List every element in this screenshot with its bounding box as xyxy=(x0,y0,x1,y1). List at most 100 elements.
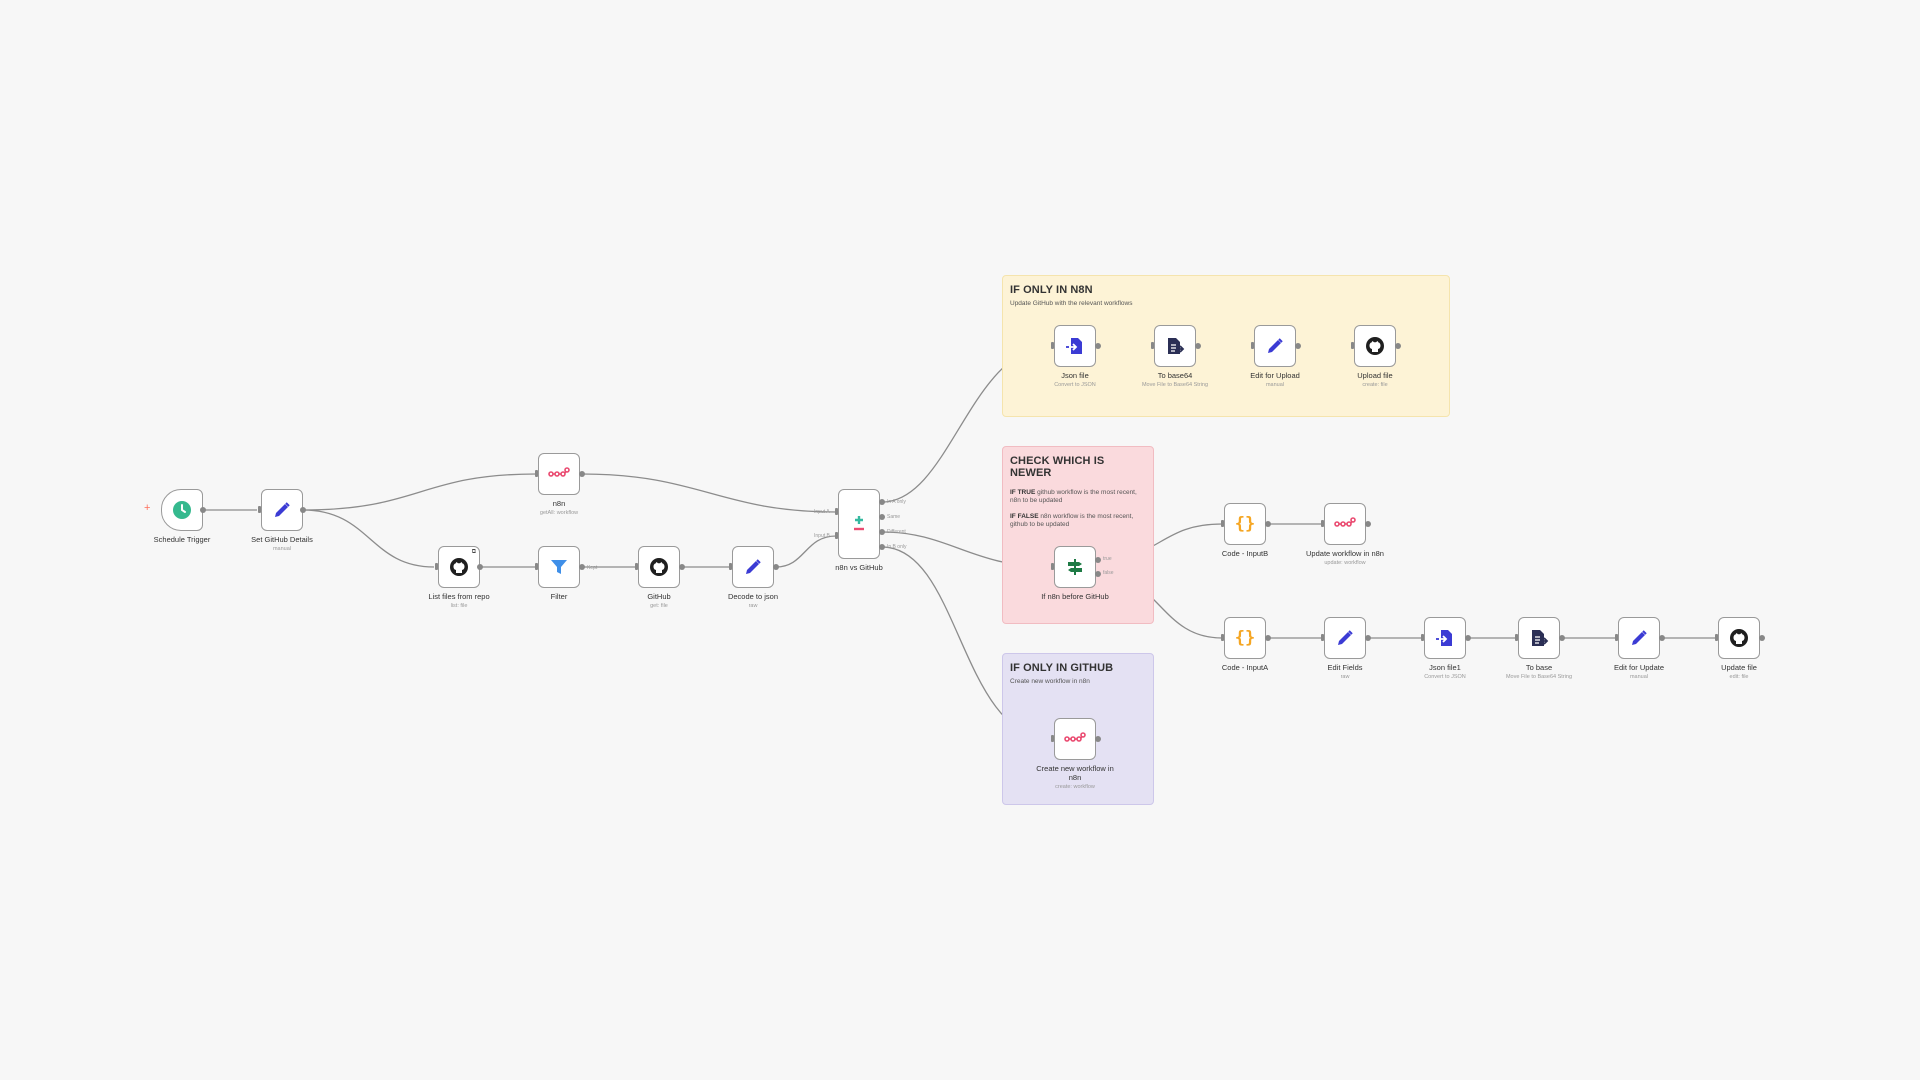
output-port[interactable] xyxy=(477,564,483,570)
node-label: Schedule Trigger xyxy=(153,535,211,544)
output-port[interactable] xyxy=(1465,635,1471,641)
port-label-true: true xyxy=(1103,556,1112,562)
node-json-file1[interactable] xyxy=(1424,617,1466,659)
input-port[interactable] xyxy=(635,563,638,570)
node-edit-for-upload[interactable] xyxy=(1254,325,1296,367)
true-label: IF TRUE xyxy=(1010,489,1036,496)
input-port-b[interactable] xyxy=(835,532,838,539)
node-filter[interactable] xyxy=(538,546,580,588)
node-code-inputb[interactable]: {} xyxy=(1224,503,1266,545)
node-subtitle: Move File to Base64 String xyxy=(1505,674,1573,680)
node-subtitle: Move File to Base64 String xyxy=(1141,382,1209,388)
input-port[interactable] xyxy=(729,563,732,570)
node-subtitle: get: file xyxy=(650,603,668,609)
output-port-in-a-only[interactable] xyxy=(879,499,885,505)
output-port[interactable] xyxy=(679,564,685,570)
node-code-inputa[interactable]: {} xyxy=(1224,617,1266,659)
input-port[interactable] xyxy=(435,563,438,570)
github-icon xyxy=(649,557,669,577)
node-list-files-from-repo[interactable]: ⧉ xyxy=(438,546,480,588)
output-port[interactable] xyxy=(1365,635,1371,641)
node-update-file[interactable] xyxy=(1718,617,1760,659)
port-label-different: Different xyxy=(887,529,906,535)
node-label: Json file xyxy=(1061,371,1089,380)
node-if-n8n-before-github[interactable] xyxy=(1054,546,1096,588)
input-port-a[interactable] xyxy=(835,508,838,515)
output-port[interactable] xyxy=(300,507,306,513)
output-port-true[interactable] xyxy=(1095,557,1101,563)
output-port[interactable] xyxy=(1095,343,1101,349)
add-trigger-plus[interactable]: + xyxy=(144,502,151,514)
input-port[interactable] xyxy=(535,470,538,477)
node-n8n[interactable] xyxy=(538,453,580,495)
input-port[interactable] xyxy=(1321,634,1324,641)
port-label-input-b: Input B xyxy=(814,533,830,539)
node-label: Code - InputB xyxy=(1221,549,1269,558)
input-port[interactable] xyxy=(1251,342,1254,349)
node-subtitle: manual xyxy=(1265,382,1285,388)
node-json-file[interactable] xyxy=(1054,325,1096,367)
clock-icon xyxy=(172,500,192,520)
output-port[interactable] xyxy=(773,564,779,570)
output-port[interactable] xyxy=(1295,343,1301,349)
input-port[interactable] xyxy=(535,563,538,570)
node-to-base[interactable] xyxy=(1518,617,1560,659)
output-port[interactable] xyxy=(1265,521,1271,527)
output-port[interactable] xyxy=(1759,635,1765,641)
input-port[interactable] xyxy=(1221,634,1224,641)
node-label: n8n xyxy=(552,499,566,508)
port-label-kept: Kept xyxy=(587,565,598,571)
pencil-icon xyxy=(1265,336,1285,356)
input-port[interactable] xyxy=(1715,634,1718,641)
n8n-icon xyxy=(548,467,570,481)
node-label: Code - InputA xyxy=(1221,663,1269,672)
node-update-workflow-in-n8n[interactable] xyxy=(1324,503,1366,545)
node-label: List files from repo xyxy=(428,592,490,601)
true-text: github workflow is the most recent, n8n … xyxy=(1010,489,1137,504)
convert-file-icon xyxy=(1435,628,1455,648)
sticky-check-newer[interactable]: CHECK WHICH IS NEWER IF TRUE github work… xyxy=(1002,446,1154,624)
node-set-github-details[interactable] xyxy=(261,489,303,531)
node-upload-file[interactable] xyxy=(1354,325,1396,367)
output-port-different[interactable] xyxy=(879,529,885,535)
node-n8n-vs-github[interactable] xyxy=(838,489,880,559)
output-port-same[interactable] xyxy=(879,514,885,520)
node-to-base64[interactable] xyxy=(1154,325,1196,367)
input-port[interactable] xyxy=(1515,634,1518,641)
input-port[interactable] xyxy=(1051,735,1054,742)
input-port[interactable] xyxy=(1221,520,1224,527)
filter-icon xyxy=(549,557,569,577)
output-port[interactable] xyxy=(1195,343,1201,349)
output-port[interactable] xyxy=(1265,635,1271,641)
node-edit-for-update[interactable] xyxy=(1618,617,1660,659)
node-decode-to-json[interactable] xyxy=(732,546,774,588)
node-github[interactable] xyxy=(638,546,680,588)
output-port[interactable] xyxy=(1559,635,1565,641)
output-port[interactable] xyxy=(579,564,585,570)
node-create-new-workflow[interactable] xyxy=(1054,718,1096,760)
input-port[interactable] xyxy=(1351,342,1354,349)
github-icon xyxy=(1365,336,1385,356)
output-port-false[interactable] xyxy=(1095,571,1101,577)
output-port[interactable] xyxy=(1659,635,1665,641)
output-port[interactable] xyxy=(1095,736,1101,742)
input-port[interactable] xyxy=(1421,634,1424,641)
node-edit-fields[interactable] xyxy=(1324,617,1366,659)
input-port[interactable] xyxy=(1151,342,1154,349)
output-port[interactable] xyxy=(1365,521,1371,527)
output-port[interactable] xyxy=(579,471,585,477)
input-port[interactable] xyxy=(1051,342,1054,349)
input-port[interactable] xyxy=(1321,520,1324,527)
output-port-in-b-only[interactable] xyxy=(879,544,885,550)
input-port[interactable] xyxy=(258,506,261,513)
node-label: Upload file xyxy=(1357,371,1393,380)
input-port[interactable] xyxy=(1615,634,1618,641)
output-port[interactable] xyxy=(200,507,206,513)
node-schedule-trigger[interactable] xyxy=(161,489,203,531)
node-label: GitHub xyxy=(647,592,671,601)
file-export-icon xyxy=(1529,628,1549,648)
port-label-in-a-only: In A only xyxy=(887,499,906,505)
input-port[interactable] xyxy=(1051,563,1054,570)
output-port[interactable] xyxy=(1395,343,1401,349)
